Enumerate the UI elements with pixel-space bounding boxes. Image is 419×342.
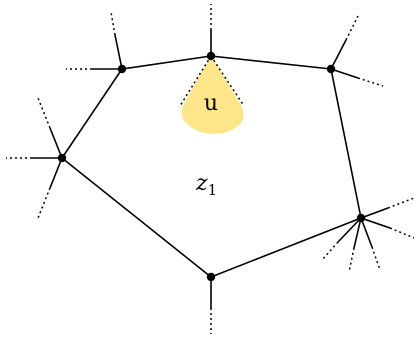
spoke-l-up-dots — [37, 97, 51, 129]
node-top-right — [326, 64, 336, 74]
node-label-u: u — [204, 91, 218, 116]
spoke-br-3 — [360, 217, 373, 248]
node-left — [57, 153, 67, 163]
spoke-br-4 — [353, 217, 362, 249]
spoke-br-2 — [360, 217, 391, 229]
node-top-left — [117, 64, 127, 74]
node-bottom-right — [356, 213, 366, 223]
edge-right — [330, 68, 362, 219]
spoke-l-down — [49, 157, 63, 189]
edge-top-right — [210, 55, 332, 70]
spoke-l-down-dots — [37, 187, 51, 219]
vertex-nodes — [57, 51, 366, 282]
spoke-tr-right — [330, 68, 359, 79]
spoke-br-3-dots — [371, 246, 381, 271]
spoke-br-5-dots — [321, 241, 339, 261]
outer-spokes-dotted — [6, 4, 415, 334]
spoke-l-up — [49, 127, 63, 159]
highlight-sector — [181, 56, 244, 134]
outer-spokes-solid — [32, 30, 391, 308]
edge-left — [61, 68, 123, 159]
region-label-sub: 1 — [208, 181, 218, 199]
edge-bottom-left — [61, 157, 212, 278]
spoke-tr-up-dots — [345, 15, 359, 41]
spoke-br-2-dots — [389, 227, 415, 239]
spoke-tr-right-dots — [357, 77, 384, 87]
spoke-tr-up — [330, 39, 347, 70]
region-label-main: z — [195, 171, 208, 196]
node-top — [206, 51, 216, 61]
polygon-edges — [61, 55, 362, 278]
node-bottom — [206, 272, 216, 282]
spoke-tl-up — [114, 34, 123, 70]
spoke-tl-up-dots — [110, 11, 116, 36]
spoke-br-5 — [337, 217, 362, 243]
edge-bottom-right — [210, 217, 362, 278]
spoke-br-4-dots — [348, 247, 355, 273]
region-label: z1 — [195, 171, 217, 199]
edge-top-left — [121, 55, 212, 70]
spoke-br-1 — [360, 207, 389, 219]
spoke-br-1-dots — [387, 197, 415, 209]
